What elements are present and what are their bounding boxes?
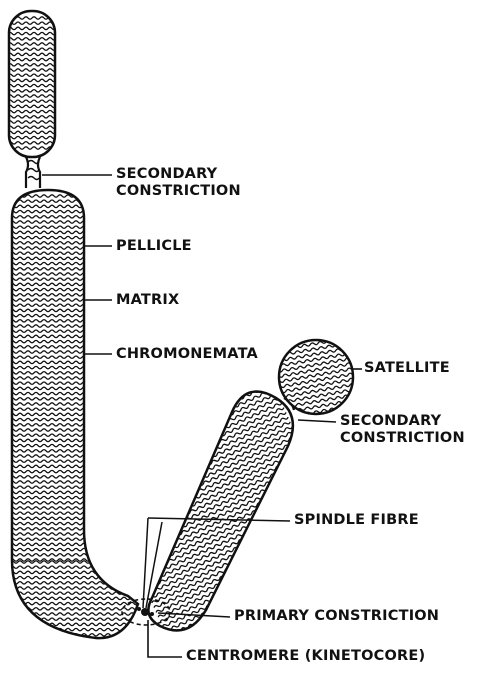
upper-secondary-constriction	[26, 157, 40, 188]
label-primary-constriction: PRIMARY CONSTRICTION	[234, 608, 439, 625]
label-chromonemata: CHROMONEMATA	[116, 346, 258, 363]
label-secondary-constriction-right: SECONDARY CONSTRICTION	[340, 413, 465, 447]
long-arm	[10, 190, 142, 638]
label-secondary-constriction-upper: SECONDARY CONSTRICTION	[116, 166, 241, 200]
label-matrix: MATRIX	[116, 292, 179, 309]
label-centromere: CENTROMERE (KINETOCORE)	[186, 648, 425, 665]
label-satellite: SATELLITE	[364, 360, 450, 377]
label-spindle-fibre: SPINDLE FIBRE	[294, 512, 419, 529]
upper-arm	[8, 11, 56, 157]
label-pellicle: PELLICLE	[116, 238, 192, 255]
